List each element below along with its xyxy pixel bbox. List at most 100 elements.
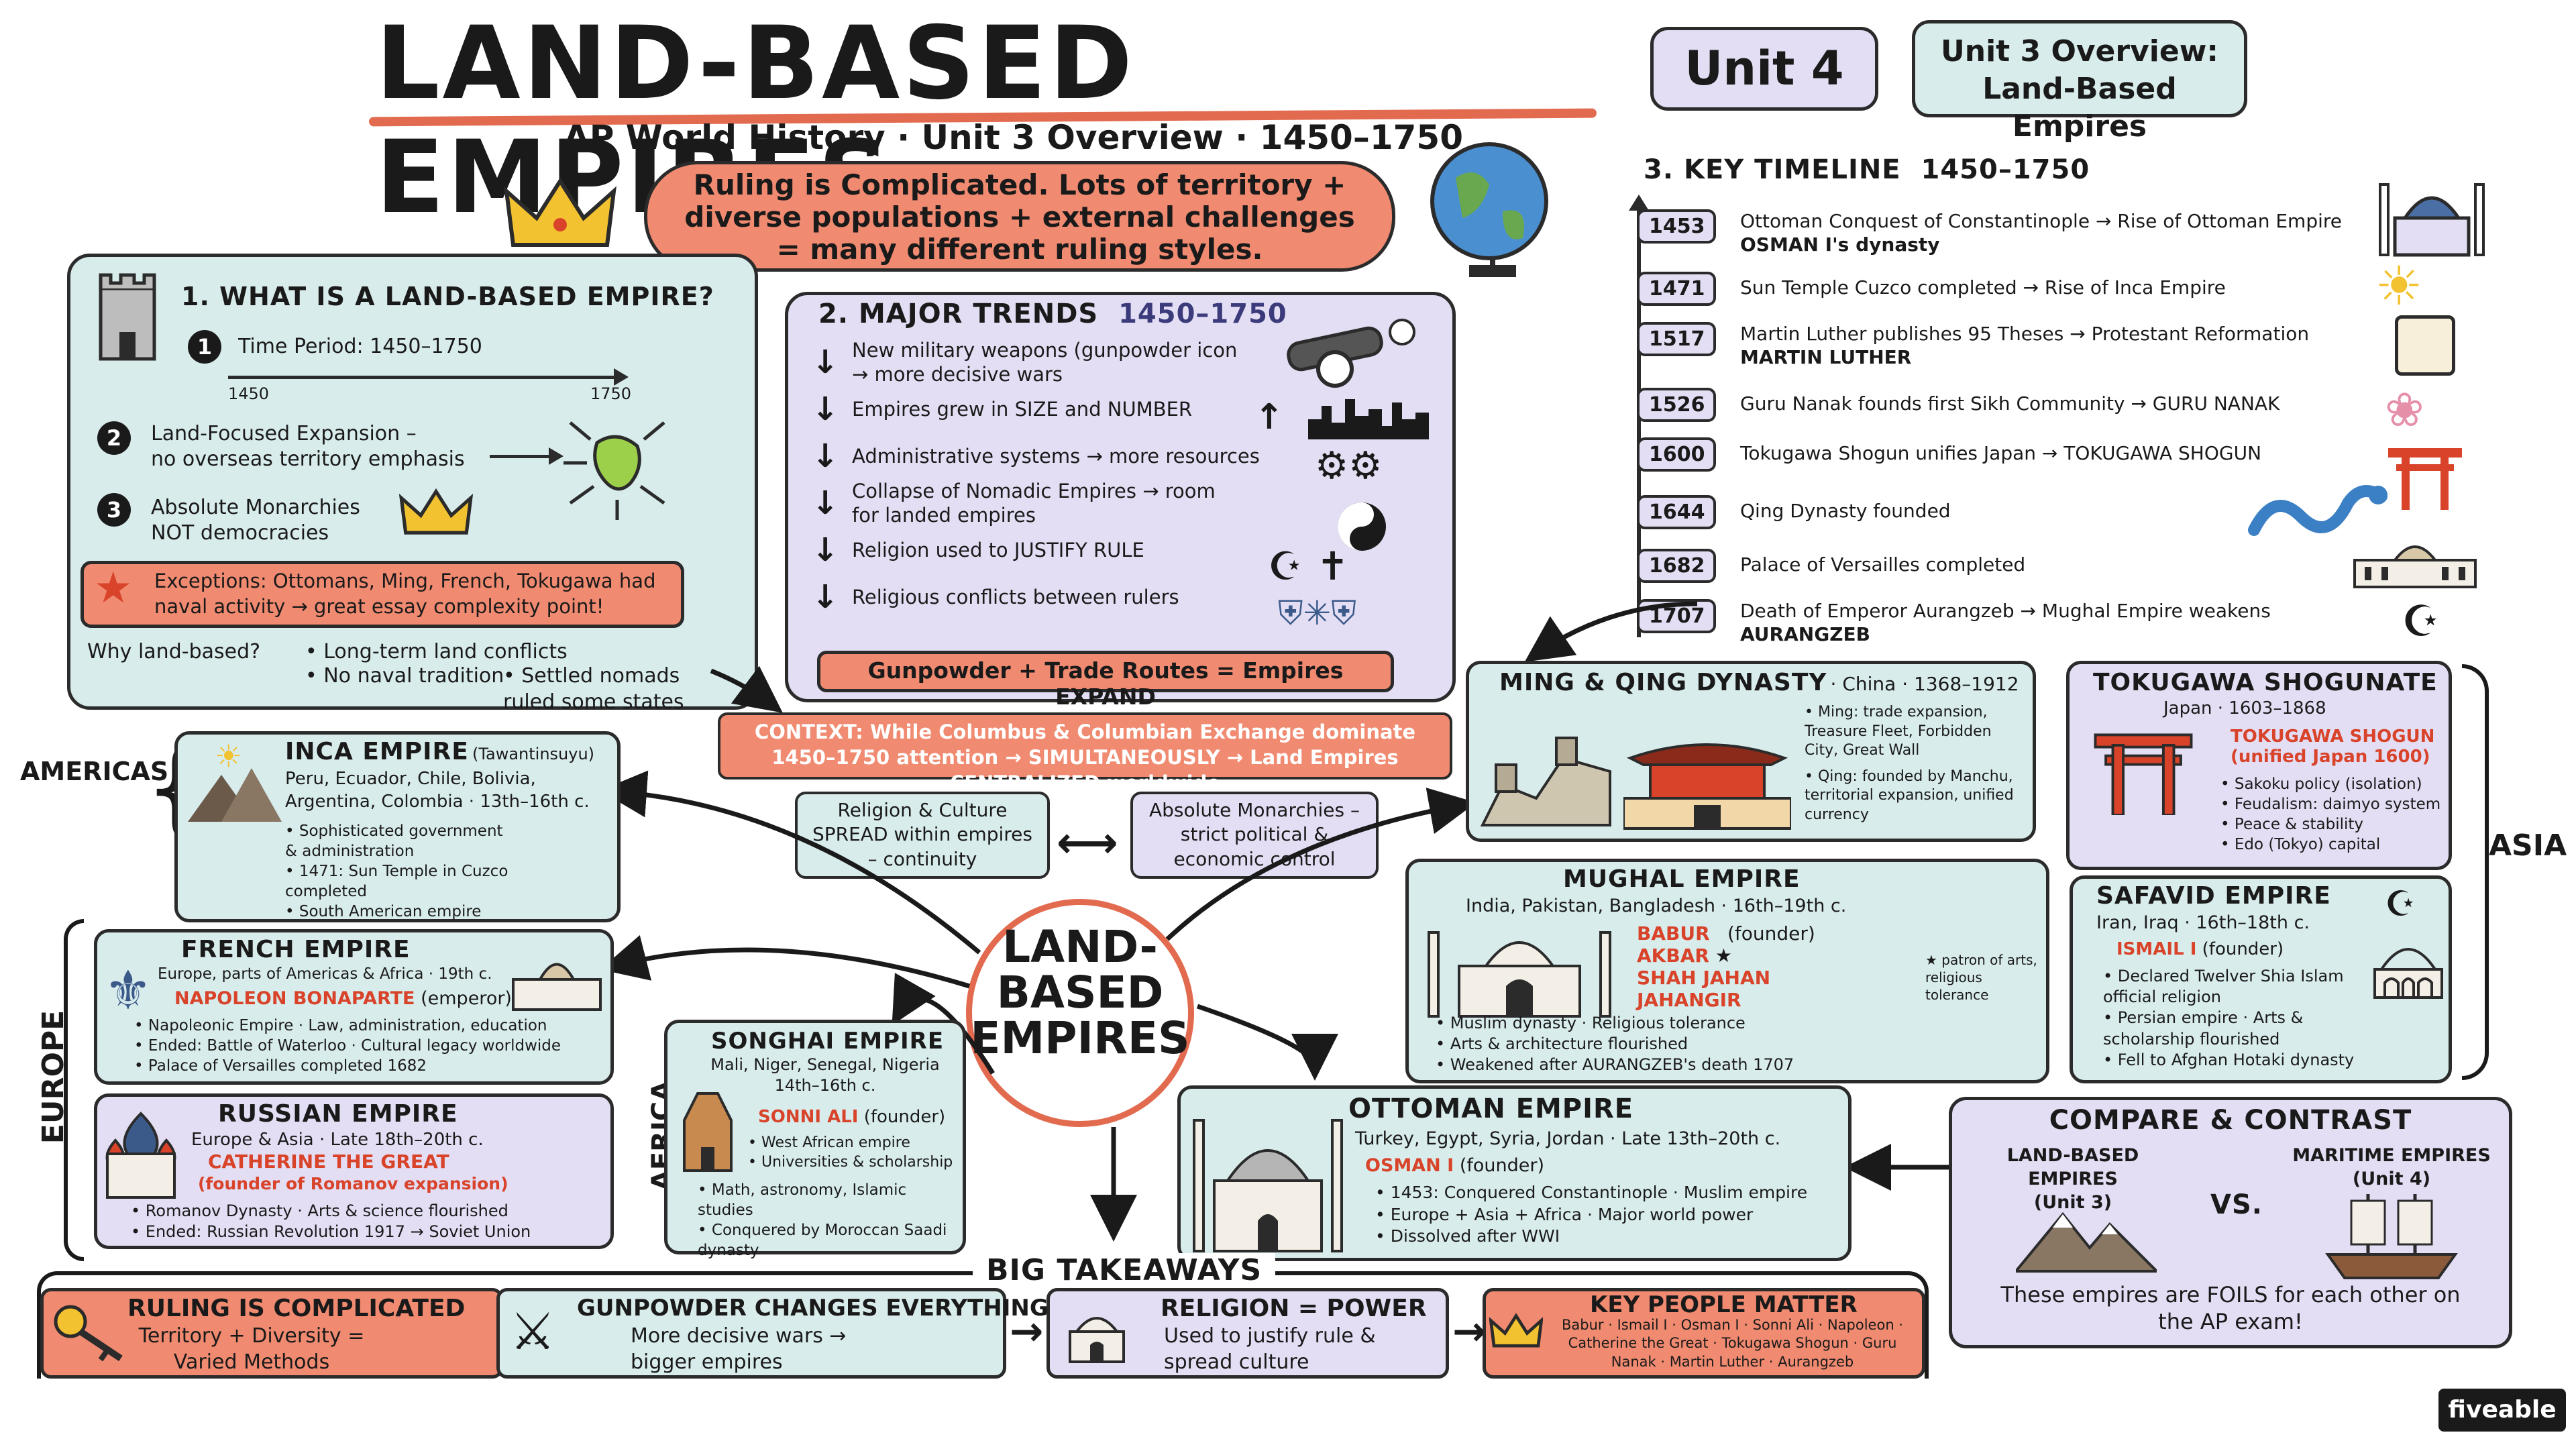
onion-dome-icon	[105, 1112, 176, 1199]
songhai-title: SONGHAI EMPIRE	[711, 1028, 945, 1055]
crescent-star-icon: ☪	[2402, 597, 2440, 647]
mughal-places: India, Pakistan, Bangladesh · 16th–19th …	[1466, 896, 1847, 916]
russian-leader-role: (founder of Romanov expansion)	[198, 1174, 508, 1193]
axis-start: 1450	[228, 384, 270, 403]
safavid-places: Iran, Iraq · 16th–18th c.	[2096, 912, 2310, 933]
forbidden-city-icon	[1623, 743, 1791, 830]
crescent-cross-icon: ☪ ✝	[1268, 543, 1349, 589]
overview-badge: Unit 3 Overview: Land-Based Empires	[1912, 20, 2247, 144]
mughal-points: Muslim dynasty · Religious toleranceArts…	[1436, 1013, 2039, 1076]
tokugawa-places: Japan · 1603–1868	[2163, 698, 2326, 718]
center-hub	[966, 899, 1194, 1127]
versailles-icon	[2353, 545, 2477, 588]
songhai-points-more: Math, astronomy, Islamic studiesConquere…	[698, 1181, 959, 1261]
region-americas: AMERICAS	[20, 757, 169, 786]
why-item-3: • Settled nomads ruled some states	[503, 664, 684, 714]
torii-gate-icon	[2388, 448, 2462, 510]
ottoman-points: 1453: Conquered Constantinople · Muslim …	[1375, 1182, 1845, 1248]
time-axis-arrowhead	[614, 368, 629, 386]
why-label: Why land-based?	[87, 640, 261, 663]
what-item1: Time Period: 1450–1750	[238, 335, 482, 358]
dragon-icon	[2248, 485, 2387, 536]
mughal-leader-akbar: AKBAR ★	[1637, 945, 1732, 967]
takeaway-people-title: KEY PEOPLE MATTER	[1590, 1291, 1858, 1318]
expansion-arrowhead	[549, 447, 564, 465]
russian-points: Romanov Dynasty · Arts & science flouris…	[131, 1201, 600, 1242]
trends-heading: 2. MAJOR TRENDS 1450–1750	[818, 299, 1287, 329]
timeline-arrowhead	[1629, 195, 1649, 211]
fiveable-logo[interactable]: fiveable	[2438, 1389, 2566, 1432]
europe-brace	[64, 919, 84, 1261]
persian-dome-icon	[2373, 948, 2443, 999]
ottoman-title: OTTOMAN EMPIRE	[1348, 1093, 1634, 1124]
religion-culture-box	[795, 792, 1050, 879]
trends-footer-box	[817, 651, 1394, 692]
inca-title: INCA EMPIRE (Tawantinsuyu)	[285, 738, 595, 765]
trend-item: ↓Empires grew in SIZE and NUMBER	[812, 390, 1193, 428]
crossed-swords-icon: ⚔	[510, 1301, 556, 1361]
up-arrow-icon: ↑	[1254, 397, 1284, 437]
timeline-heading: 3. KEY TIMELINE 1450–1750	[1644, 154, 2090, 185]
what-item3-num: 3	[97, 493, 131, 527]
context-text: CONTEXT: While Columbus & Columbian Exch…	[754, 720, 1416, 794]
why-item-1: • Long-term land conflicts	[305, 640, 568, 663]
takeaway-gunpowder-title: GUNPOWDER CHANGES EVERYTHING	[577, 1295, 1049, 1322]
ming-qing-title: MING & QING DYNASTY · China · 1368–1912	[1499, 669, 2019, 696]
cannon-icon	[1287, 319, 1415, 388]
trend-item: ↓Religion used to JUSTIFY RULE	[812, 531, 1144, 569]
trends-footer: Gunpowder + Trade Routes = Empires EXPAN…	[867, 657, 1344, 710]
ruling-banner	[644, 161, 1395, 272]
crown-icon	[504, 177, 616, 247]
mughal-leader-jahangir: JAHANGIR	[1637, 989, 1741, 1011]
torii-icon-large	[2094, 733, 2193, 815]
double-arrow: ⟷	[1057, 818, 1118, 868]
compare-heading: COMPARE & CONTRAST	[2049, 1105, 2412, 1136]
takeaway-people	[1483, 1288, 1925, 1379]
scroll-icon	[2395, 315, 2455, 376]
trend-item: ↓Religious conflicts between rulers	[812, 578, 1179, 616]
mughal-title: MUGHAL EMPIRE	[1563, 865, 1801, 893]
russian-title: RUSSIAN EMPIRE	[218, 1100, 458, 1128]
star-icon: ★	[94, 564, 133, 613]
french-title: FRENCH EMPIRE	[181, 936, 411, 963]
territory-map-icon	[564, 421, 665, 520]
mud-mosque-icon	[683, 1092, 733, 1172]
takeaway-religion-title: RELIGION = POWER	[1161, 1295, 1427, 1322]
tokugawa-title: TOKUGAWA SHOGUNATE	[2093, 669, 2438, 696]
sun-icon: ☀	[2375, 255, 2423, 317]
tokugawa-points: Sakoku policy (isolation)Feudalism: daim…	[2220, 775, 2449, 855]
mountains-icon	[2016, 1212, 2157, 1273]
mosque-icon	[2379, 183, 2485, 257]
mughal-leader-shahjahan: SHAH JAHAN	[1637, 967, 1771, 989]
takeaway-ruling-text: Territory + Diversity = Varied Methods	[138, 1324, 365, 1374]
takeaway-ruling	[40, 1288, 503, 1379]
shields-icon: ⛨✳⛨	[1278, 594, 1356, 633]
ottoman-leader: OSMAN I (founder)	[1365, 1155, 1544, 1176]
takeaway-arrow-2: →	[1010, 1308, 1044, 1355]
mughal-babur-role: (founder)	[1727, 922, 1815, 945]
takeaway-ruling-title: RULING IS COMPLICATED	[127, 1295, 466, 1322]
trend-item: ↓Administrative systems → more resources	[812, 437, 1260, 475]
time-axis-line	[228, 376, 617, 379]
compare-left: LAND-BASED EMPIRES (Unit 3)	[2006, 1145, 2139, 1214]
mughal-leader-babur: BABUR	[1637, 922, 1710, 945]
axis-end: 1750	[590, 384, 632, 403]
compare-right: MARITIME EMPIRES (Unit 4)	[2292, 1145, 2491, 1190]
temple-icon	[1069, 1317, 1125, 1363]
safavid-points: Declared Twelver Shia Islam official rel…	[2103, 966, 2371, 1071]
castle-icon	[99, 273, 156, 361]
ottoman-places: Turkey, Egypt, Syria, Jordan · Late 13th…	[1355, 1128, 1781, 1149]
gears-icon: ⚙⚙	[1315, 444, 1383, 488]
ruling-banner-text: Ruling is Complicated. Lots of territory…	[684, 168, 1355, 266]
french-points: Napoleonic Empire · Law, administration,…	[134, 1016, 597, 1077]
subtitle: AP World History · Unit 3 Overview · 145…	[564, 118, 1463, 157]
